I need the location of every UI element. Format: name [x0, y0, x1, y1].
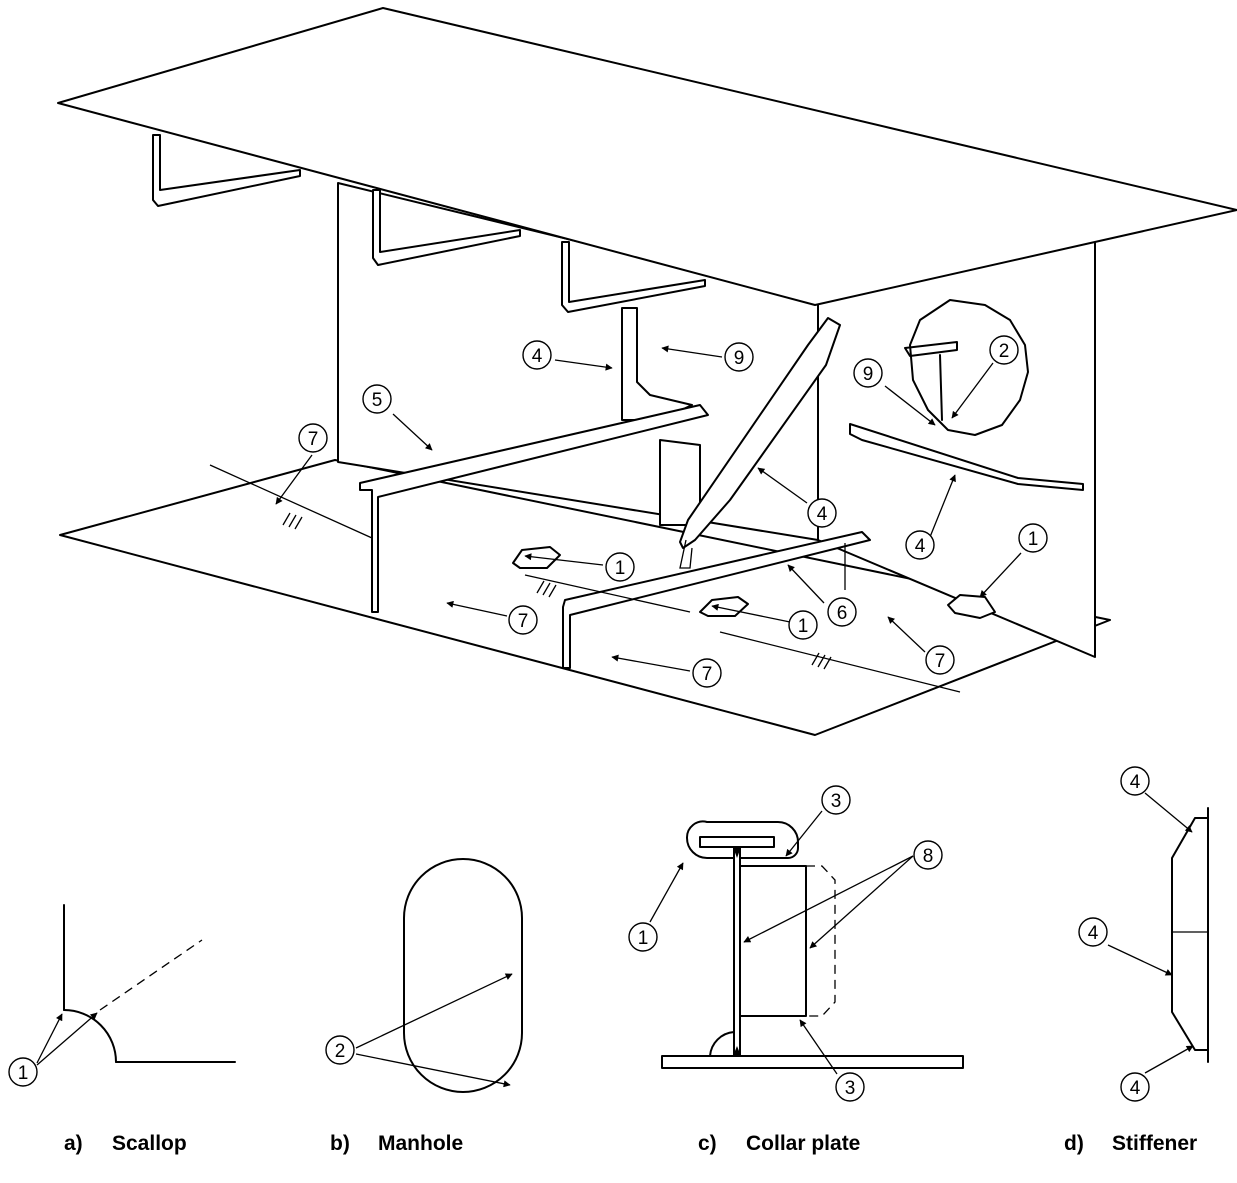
vertical-stiffener — [621, 307, 693, 421]
svg-text:2: 2 — [999, 341, 1010, 362]
svg-text:4: 4 — [915, 536, 926, 557]
callout: 7 — [925, 645, 955, 675]
floor-girder-far — [562, 531, 871, 669]
callout: 9 — [724, 342, 754, 372]
svg-text:4: 4 — [1088, 923, 1099, 944]
svg-text:7: 7 — [702, 664, 713, 685]
caption-collar-plate: Collar plate — [746, 1132, 860, 1155]
right-stiffener-bar — [849, 423, 1084, 491]
caption-scallop: Scallop — [112, 1132, 187, 1155]
svg-text:1: 1 — [798, 616, 809, 637]
callout: 6 — [827, 597, 857, 627]
svg-text:3: 3 — [845, 1078, 856, 1099]
svg-text:1: 1 — [18, 1063, 29, 1084]
captions: a) Scallop b) Manhole c) Collar plate d)… — [64, 1132, 1197, 1155]
caption-letter-a: a) — [64, 1132, 83, 1155]
svg-text:4: 4 — [1130, 1078, 1141, 1099]
caption-letter-c: c) — [698, 1132, 717, 1155]
svg-text:9: 9 — [734, 348, 745, 369]
callout: 7 — [508, 605, 538, 635]
scallop-cutout-3 — [947, 594, 996, 619]
svg-text:7: 7 — [935, 651, 946, 672]
callout: 5 — [362, 384, 392, 414]
callout: 7 — [692, 658, 722, 688]
scallop-detail — [63, 904, 236, 1063]
svg-text:4: 4 — [532, 346, 543, 367]
svg-text:6: 6 — [837, 603, 848, 624]
collar-plate-detail — [661, 820, 964, 1069]
callout: 2 — [989, 335, 1019, 365]
callout: 1 — [628, 922, 658, 952]
svg-text:1: 1 — [1028, 529, 1039, 550]
callout: 4 — [1120, 766, 1150, 796]
stiffener-detail — [1171, 807, 1209, 1063]
callout: 4 — [807, 498, 837, 528]
main-isometric-structure — [57, 7, 1237, 736]
svg-text:4: 4 — [1130, 772, 1141, 793]
caption-letter-d: d) — [1064, 1132, 1084, 1155]
manhole-opening — [909, 299, 1029, 436]
svg-text:9: 9 — [863, 364, 874, 385]
callout: 1 — [8, 1057, 38, 1087]
caption-stiffener: Stiffener — [1112, 1132, 1197, 1155]
callout: 3 — [835, 1072, 865, 1102]
caption-manhole: Manhole — [378, 1132, 463, 1155]
svg-text:7: 7 — [308, 429, 319, 450]
leader-arrows — [36, 345, 1194, 1088]
callout-labels: 4 9 5 7 4 9 2 4 1 1 6 7 7 1 7 1 2 3 1 8 … — [8, 335, 1150, 1102]
caption-letter-b: b) — [330, 1132, 350, 1155]
svg-text:7: 7 — [518, 611, 529, 632]
callout: 4 — [905, 530, 935, 560]
svg-text:5: 5 — [372, 390, 383, 411]
manhole-detail — [403, 858, 523, 1093]
callout: 1 — [605, 552, 635, 582]
floor-girder-near — [359, 404, 709, 613]
callout: 2 — [325, 1035, 355, 1065]
callout: 8 — [913, 840, 943, 870]
callout: 7 — [298, 423, 328, 453]
svg-text:2: 2 — [335, 1041, 346, 1062]
callout: 4 — [522, 340, 552, 370]
callout: 9 — [853, 358, 883, 388]
svg-text:3: 3 — [831, 791, 842, 812]
callout: 4 — [1078, 917, 1108, 947]
svg-text:1: 1 — [615, 558, 626, 579]
svg-text:4: 4 — [817, 504, 828, 525]
diagonal-bracket — [679, 317, 841, 549]
top-deck-plate — [57, 7, 1237, 306]
svg-text:1: 1 — [638, 928, 649, 949]
svg-text:8: 8 — [923, 846, 934, 867]
callout: 1 — [788, 610, 818, 640]
callout: 4 — [1120, 1072, 1150, 1102]
callout: 1 — [1018, 523, 1048, 553]
callout: 3 — [821, 785, 851, 815]
